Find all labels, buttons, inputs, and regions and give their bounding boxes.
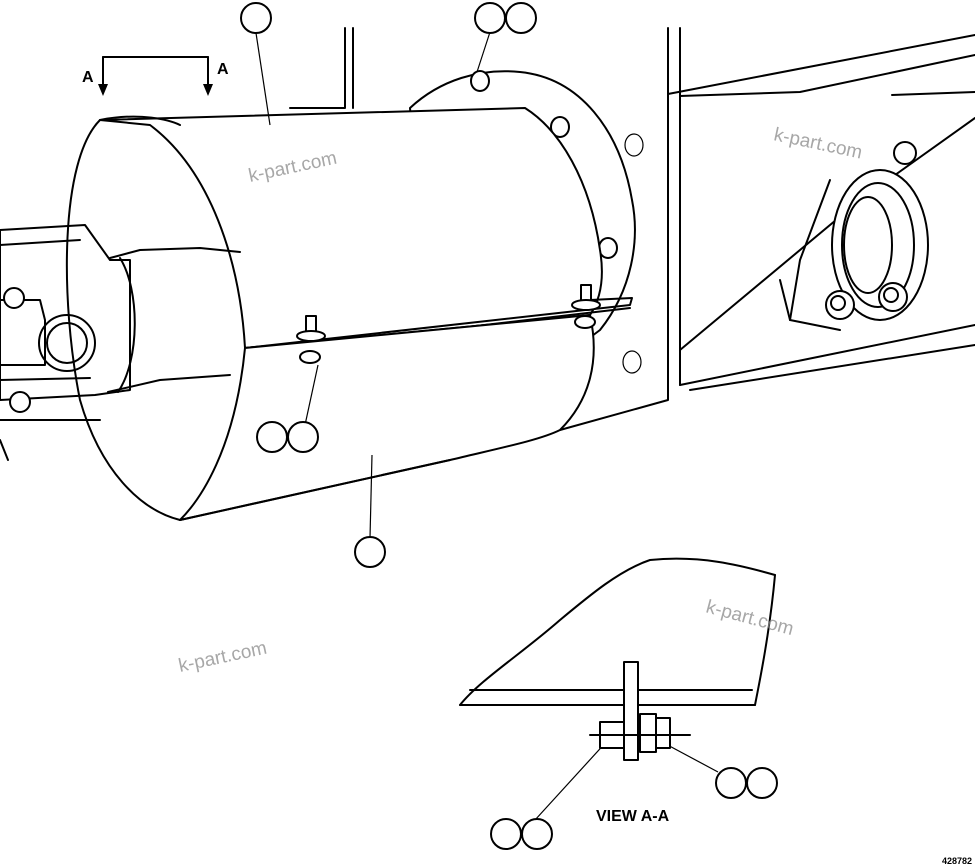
- callout-balloon: [715, 767, 747, 799]
- detail-view-a-a: VIEW A-A: [459, 557, 776, 825]
- callout-balloon: [256, 421, 288, 453]
- callout-balloon: [490, 818, 522, 850]
- section-mark-right: A: [217, 61, 229, 78]
- callout-balloon: [505, 2, 537, 34]
- callout-balloon: [746, 767, 778, 799]
- watermark: k-part.com: [772, 124, 864, 163]
- callout-balloon: [354, 536, 386, 568]
- drive-shaft: [0, 224, 241, 461]
- callout-balloon: [240, 2, 272, 34]
- shaft-guard-upper: [99, 107, 633, 351]
- view-caption: VIEW A-A: [596, 808, 670, 825]
- watermark: k-part.com: [704, 597, 796, 641]
- watermark: k-part.com: [177, 638, 269, 677]
- chassis-frame: [289, 27, 975, 431]
- section-marker: A A: [82, 56, 229, 96]
- shaft-guard-lower: [65, 119, 595, 521]
- section-mark-left: A: [82, 69, 94, 86]
- leader-lines: [255, 31, 719, 821]
- callout-balloons: [240, 2, 778, 850]
- guard-studs: [296, 284, 601, 364]
- callout-balloon: [521, 818, 553, 850]
- callout-balloon: [287, 421, 319, 453]
- callout-balloon: [474, 2, 506, 34]
- bearing-flange: [622, 133, 929, 374]
- figure-number: 428782: [942, 856, 972, 866]
